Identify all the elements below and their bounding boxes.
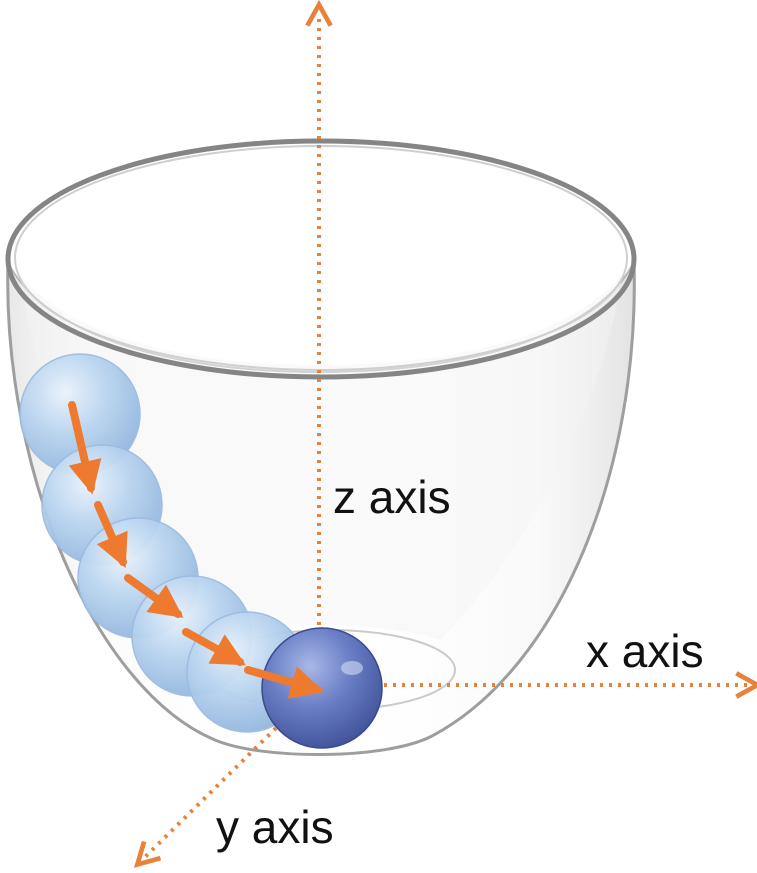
descent-arrow-2	[94, 501, 128, 569]
descent-arrow-1	[68, 401, 102, 495]
z-axis-label: z axis	[333, 471, 451, 523]
descent-arrow-5	[244, 666, 325, 699]
descent-arrow-3	[124, 574, 184, 618]
descent-arrow-4	[182, 628, 246, 666]
y-axis-label: y axis	[216, 801, 334, 853]
ball-final-position	[261, 627, 383, 749]
x-axis-label: x axis	[586, 625, 704, 677]
bowl-rim	[5, 138, 637, 380]
y-axis-line	[144, 726, 278, 858]
descent-arrows	[68, 401, 325, 699]
